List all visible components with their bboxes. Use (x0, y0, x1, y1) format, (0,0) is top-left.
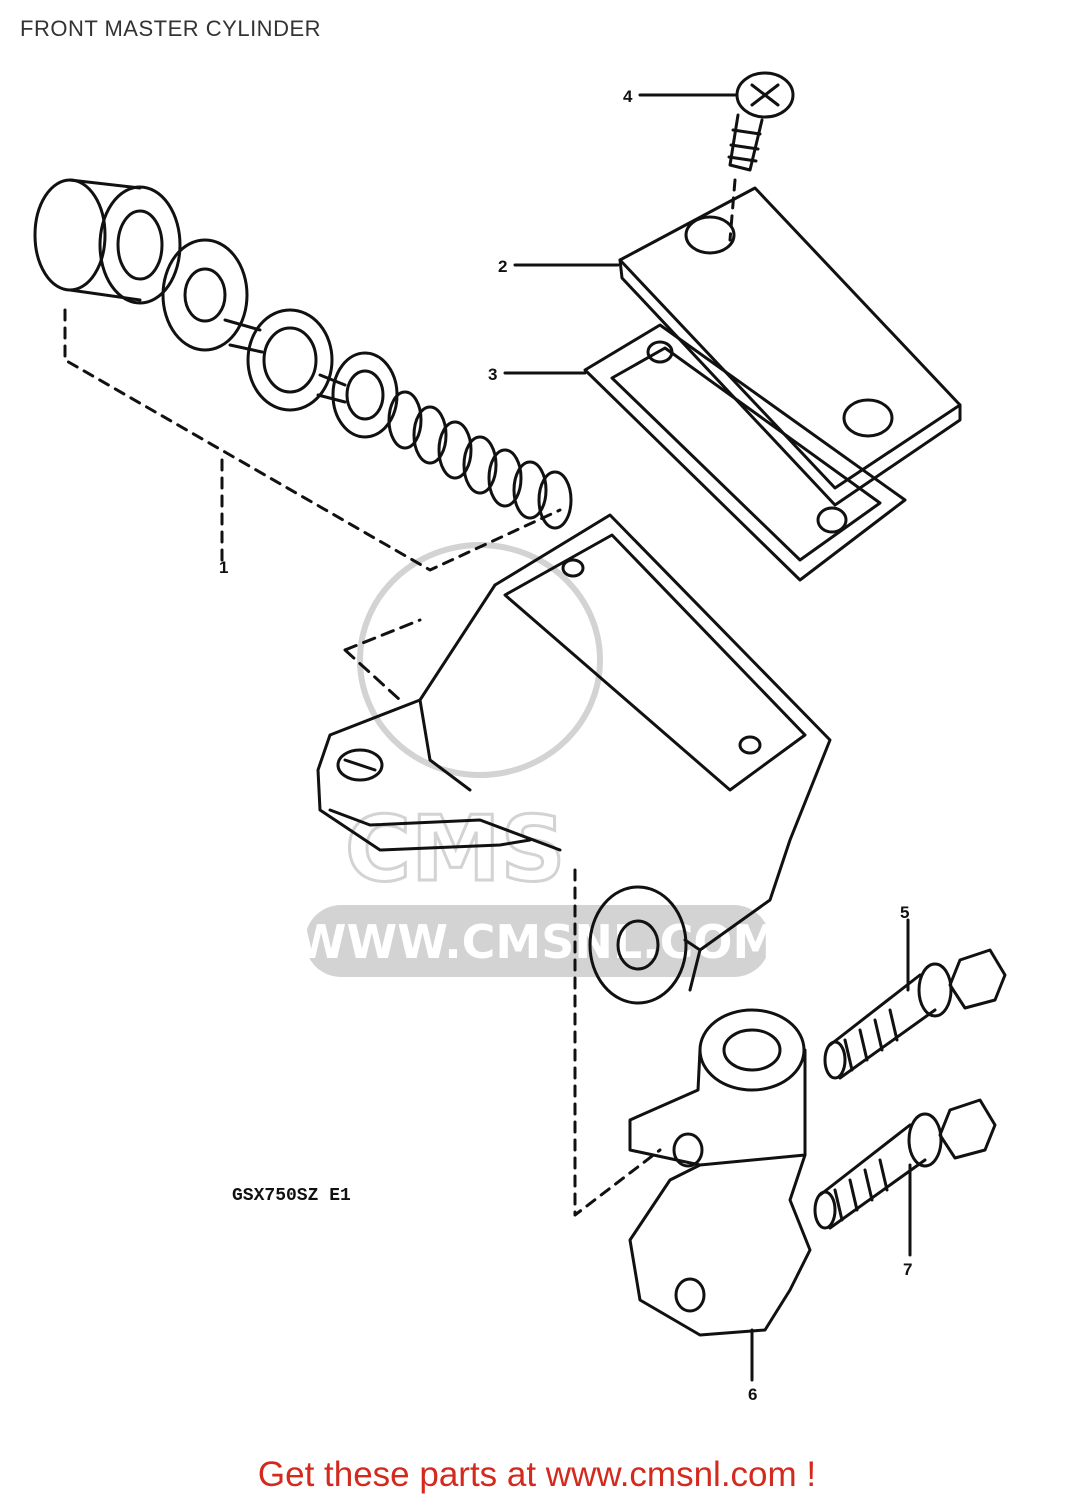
model-code-label: GSX750SZ E1 (232, 1186, 351, 1206)
part-number-7: 7 (903, 1260, 912, 1279)
part-1-piston-assembly (33, 178, 573, 572)
part-number-4: 4 (623, 87, 633, 106)
cms-watermark: CMS WWW.CMSNL.COM (296, 542, 779, 977)
part-5-upper-bolt (823, 918, 1007, 1080)
part-number-5: 5 (900, 903, 909, 922)
part-2-reservoir-cap (618, 186, 962, 507)
part-number-labels: 1 2 3 4 5 6 7 GSX750SZ E1 (219, 87, 912, 1404)
exploded-view-diagram: CMS WWW.CMSNL.COM (33, 71, 1007, 1404)
part-4-cap-screw (727, 71, 795, 242)
diagram-title: FRONT MASTER CYLINDER (20, 16, 322, 41)
part-number-3: 3 (488, 365, 497, 384)
watermark-url: WWW.CMSNL.COM (296, 915, 779, 969)
part-number-6: 6 (748, 1385, 757, 1404)
get-parts-link[interactable]: Get these parts at www.cmsnl.com ! (257, 1455, 817, 1494)
part-3-diaphragm (583, 323, 907, 582)
part-7-lower-bolt (813, 1098, 997, 1257)
part-6-holder (628, 1008, 812, 1382)
part-number-1: 1 (219, 558, 228, 577)
part-number-2: 2 (498, 257, 507, 276)
master-cylinder-body (316, 513, 832, 1217)
